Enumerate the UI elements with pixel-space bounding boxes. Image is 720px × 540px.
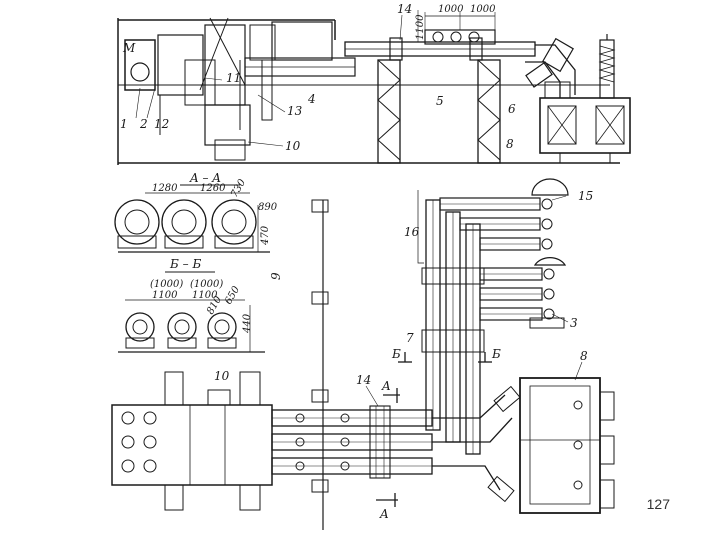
support-tower-right (477, 59, 501, 164)
callout-12: 12 (154, 117, 169, 131)
section-bb-view (118, 271, 265, 353)
busduct-phases-vertical (421, 199, 485, 455)
dim-aa-730: 730 (229, 177, 248, 200)
dim-aa-1280: 1280 (152, 183, 178, 194)
aux-transformer-15 (531, 178, 569, 250)
callout-15: 15 (578, 189, 593, 203)
page-number: 127 (646, 496, 670, 512)
section-aa-title: A – A (189, 171, 221, 185)
dim-top-1100: 1100 (415, 14, 426, 40)
callout-6: 6 (508, 102, 516, 116)
callout-11: 11 (226, 71, 241, 85)
phase-conductor-b1 (125, 312, 155, 349)
callout-1: 1 (120, 117, 128, 131)
dim-bb-1100-a: 1100 (152, 290, 178, 301)
phase-conductor-a1 (114, 199, 160, 249)
dim-aa-470: 470 (260, 225, 271, 246)
busduct-phases-horizontal (271, 405, 433, 479)
dim-top-1000-a: 1000 (438, 4, 464, 15)
plan-view (111, 178, 615, 530)
phase-conductor-a3 (211, 199, 257, 249)
phase-conductor-b2 (167, 312, 197, 349)
callout-M: M (122, 41, 136, 55)
elevation-view (117, 10, 631, 165)
dim-bb-1000-a: (1000) (150, 279, 183, 290)
section-bb-title: Б – Б (169, 257, 201, 271)
phase-conductor-a2 (161, 199, 207, 249)
dim-bb-1000-b: (1000) (190, 279, 223, 290)
switchgear-plan (111, 371, 273, 511)
transformer-elevation (539, 34, 631, 164)
section-arrow-a-bottom: A (379, 507, 389, 521)
callout-10-plan: 10 (214, 369, 230, 383)
section-arrow-b-left: Б (391, 347, 401, 361)
callout-7: 7 (406, 331, 414, 345)
callout-8-elevation: 8 (506, 137, 514, 151)
dim-bb-440: 440 (242, 313, 253, 334)
section-arrow-a-top: A (381, 379, 391, 393)
phase-conductor-b3 (207, 312, 237, 349)
dim-aa-1260: 1260 (200, 183, 226, 194)
support-tower-left (377, 59, 401, 164)
callout-2: 2 (139, 117, 148, 131)
callout-10-elevation: 10 (285, 139, 301, 153)
callout-13: 13 (287, 104, 303, 118)
dim-top-1000-b: 1000 (470, 4, 496, 15)
callout-4: 4 (307, 92, 316, 106)
main-transformer-plan (519, 377, 615, 514)
section-arrow-b-right: Б (491, 347, 501, 361)
callout-3: 3 (570, 316, 578, 330)
callout-16: 16 (404, 225, 420, 239)
dim-bb-650: 650 (223, 284, 242, 307)
callout-14-plan: 14 (356, 373, 371, 387)
callout-5: 5 (436, 94, 444, 108)
callout-8-plan: 8 (580, 349, 588, 363)
callout-14-elevation: 14 (397, 2, 412, 16)
busduct-branches (439, 197, 543, 321)
dim-bb-1100-b: 1100 (192, 290, 218, 301)
callout-9: 9 (269, 272, 283, 280)
aux-transformer-3 (529, 257, 567, 329)
section-aa-view (114, 184, 270, 253)
dim-aa-890: 890 (258, 202, 278, 213)
